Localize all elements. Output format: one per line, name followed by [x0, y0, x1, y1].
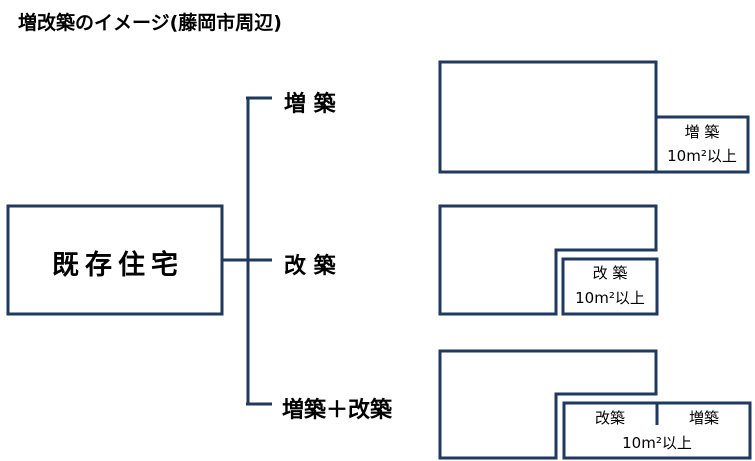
page-title: 増改築のイメージ(藤岡市周辺): [18, 12, 282, 34]
branch-label-zouchiku: 増 築: [284, 92, 336, 117]
example2-line2: 10m²以上: [575, 289, 645, 307]
branch-label-zoukaichiku: 増築＋改築: [282, 398, 393, 423]
example1-extension: [654, 115, 750, 174]
example3-zou: 増築: [688, 409, 719, 427]
example1-existing: [438, 60, 658, 174]
example2-rebuild: [561, 257, 659, 316]
example3-line2: 10m²以上: [622, 434, 692, 452]
example1-line2: 10m²以上: [667, 147, 737, 165]
example3-kai: 改築: [594, 409, 625, 427]
main-box-label: 既存住宅: [52, 250, 184, 281]
branch-label-kaichiku: 改 築: [284, 254, 336, 279]
example1-line1: 増 築: [684, 123, 720, 141]
example2-line1: 改 築: [592, 264, 628, 282]
